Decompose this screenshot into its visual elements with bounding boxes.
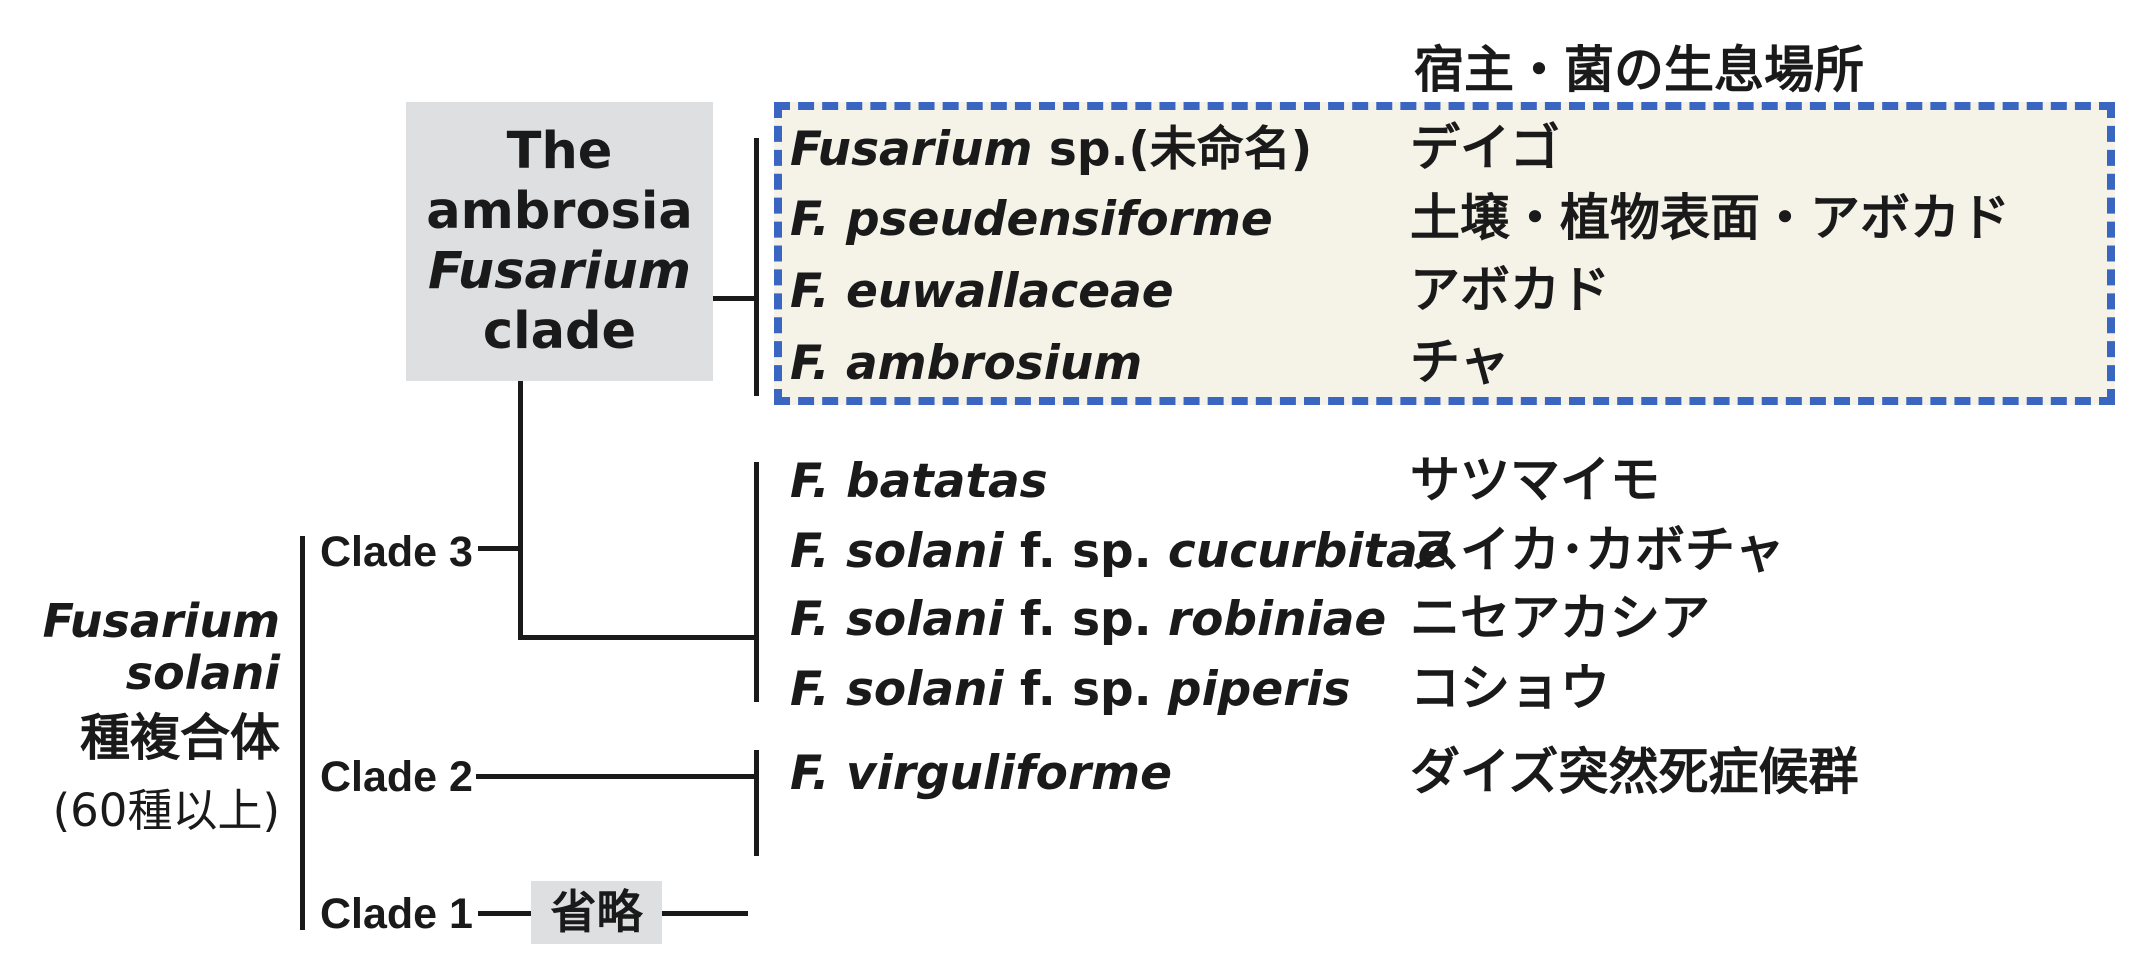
- host-f-solani-cucurbitae: スイカ･カボチャ: [1410, 521, 1785, 579]
- taxon-f-virguliforme: F. virguliforme: [790, 746, 1172, 801]
- taxon-f-pseudensiforme: F. pseudensiforme: [790, 192, 1273, 247]
- ambrosia-highlight-box: [774, 102, 2115, 405]
- clade1-branch-right: [662, 911, 748, 916]
- clade3-inner-connector: [518, 635, 758, 640]
- ambrosia-clade-line-2: ambrosia: [426, 181, 693, 241]
- species-complex-name: Fusarium solani: [42, 594, 280, 700]
- clade-3-label: Clade 3: [320, 528, 473, 576]
- taxon-f-solani-robiniae: F. solani f. sp. robiniae: [790, 592, 1387, 647]
- host-f-euwallaceae: アボカド: [1410, 261, 1610, 319]
- taxon-fusarium-sp: Fusarium sp.(未命名): [790, 122, 1313, 177]
- host-fusarium-sp: デイゴ: [1410, 119, 1560, 177]
- complex-main-bracket: [300, 536, 305, 930]
- species-complex-suffix: 種複合体: [80, 709, 280, 767]
- taxon-f-solani-cucurbitae: F. solani f. sp. cucurbitae: [790, 524, 1450, 579]
- host-f-ambrosium: チャ: [1410, 333, 1510, 391]
- clade-1-omitted-box: 省略: [531, 881, 662, 944]
- host-f-solani-robiniae: ニセアカシア: [1410, 589, 1710, 647]
- host-f-pseudensiforme: 土壌・植物表面・アボカド: [1410, 189, 2010, 247]
- ambrosia-clade-box: The ambrosia Fusarium clade: [406, 102, 713, 381]
- clade2-taxa-bracket: [754, 750, 759, 856]
- clade3-taxa-bracket: [754, 462, 759, 702]
- clade3-branch: [478, 546, 523, 551]
- taxon-f-euwallaceae: F. euwallaceae: [790, 264, 1174, 319]
- species-complex-note: (60種以上): [52, 784, 280, 837]
- ambrosia-clade-line-1: The: [506, 121, 613, 181]
- clade-1-label: Clade 1: [320, 890, 473, 938]
- ambrosia-clade-line-3: Fusarium: [427, 241, 692, 301]
- species-complex-label: Fusarium solani 種複合体 (60種以上): [30, 595, 280, 841]
- host-f-solani-piperis: コショウ: [1410, 659, 1610, 717]
- ambrosia-clade-stem: [518, 381, 523, 640]
- clade-2-label: Clade 2: [320, 753, 473, 801]
- clade1-branch-left: [478, 911, 531, 916]
- ambrosia-box-connector: [713, 296, 756, 301]
- ambrosia-clade-line-4: clade: [482, 301, 637, 361]
- clade2-branch: [476, 774, 758, 779]
- host-f-batatas: サツマイモ: [1410, 451, 1660, 509]
- host-f-virguliforme: ダイズ突然死症候群: [1410, 743, 1859, 801]
- taxon-f-ambrosium: F. ambrosium: [790, 336, 1143, 391]
- habitat-column-title: 宿主・菌の生息場所: [1414, 41, 1864, 99]
- ambrosia-group-bracket: [754, 138, 759, 396]
- taxon-f-solani-piperis: F. solani f. sp. piperis: [790, 662, 1351, 717]
- taxon-f-batatas: F. batatas: [790, 454, 1048, 509]
